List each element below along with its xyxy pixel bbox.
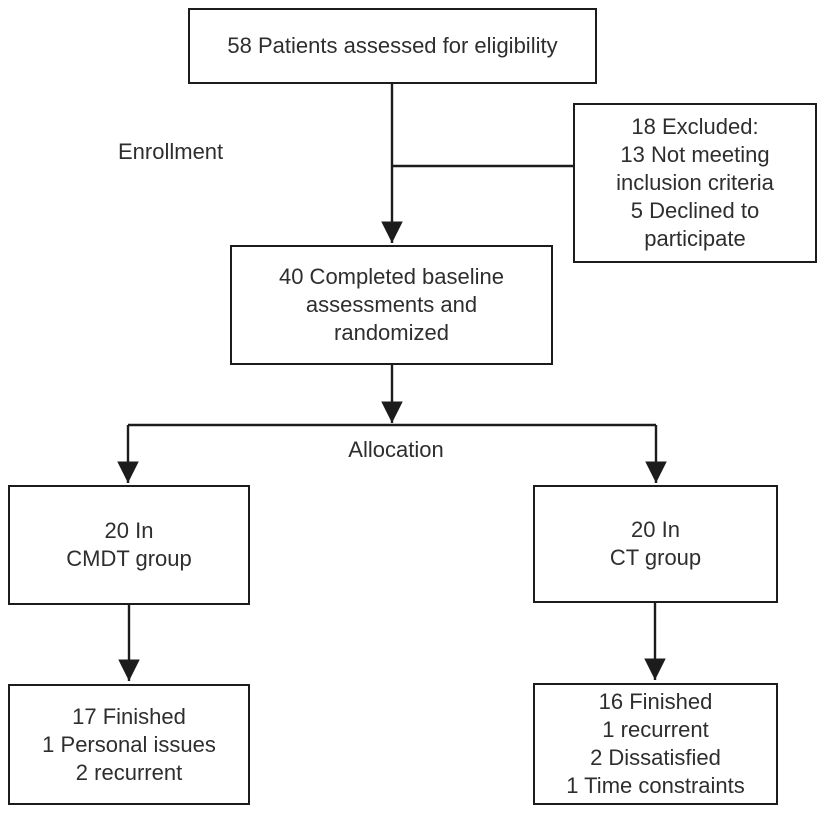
box-cmdt-outcome: 17 Finished 1 Personal issues 2 recurren… — [8, 684, 250, 805]
box-ct-outcome: 16 Finished 1 recurrent 2 Dissatisfied 1… — [533, 683, 778, 805]
box-excluded-text: 18 Excluded: 13 Not meeting inclusion cr… — [616, 114, 774, 251]
box-randomized-text: 40 Completed baseline assessments and ra… — [278, 264, 505, 345]
box-cmdt-group-text: 20 In CMDT group — [66, 518, 192, 571]
box-ct-group-text: 20 In CT group — [609, 517, 702, 570]
box-randomized: 40 Completed baseline assessments and ra… — [230, 245, 553, 365]
stage-label-allocation: Allocation — [348, 437, 444, 462]
box-ct-group: 20 In CT group — [533, 485, 778, 603]
box-cmdt-outcome-text: 17 Finished 1 Personal issues 2 recurren… — [42, 703, 216, 785]
box-cmdt-group: 20 In CMDT group — [8, 485, 250, 605]
box-ct-outcome-text: 16 Finished 1 recurrent 2 Dissatisfied 1… — [566, 689, 745, 798]
box-eligibility-text: 58 Patients assessed for eligibility — [227, 33, 558, 58]
box-excluded: 18 Excluded: 13 Not meeting inclusion cr… — [573, 103, 817, 263]
box-eligibility: 58 Patients assessed for eligibility — [188, 8, 597, 84]
stage-label-enrollment: Enrollment — [118, 139, 224, 164]
